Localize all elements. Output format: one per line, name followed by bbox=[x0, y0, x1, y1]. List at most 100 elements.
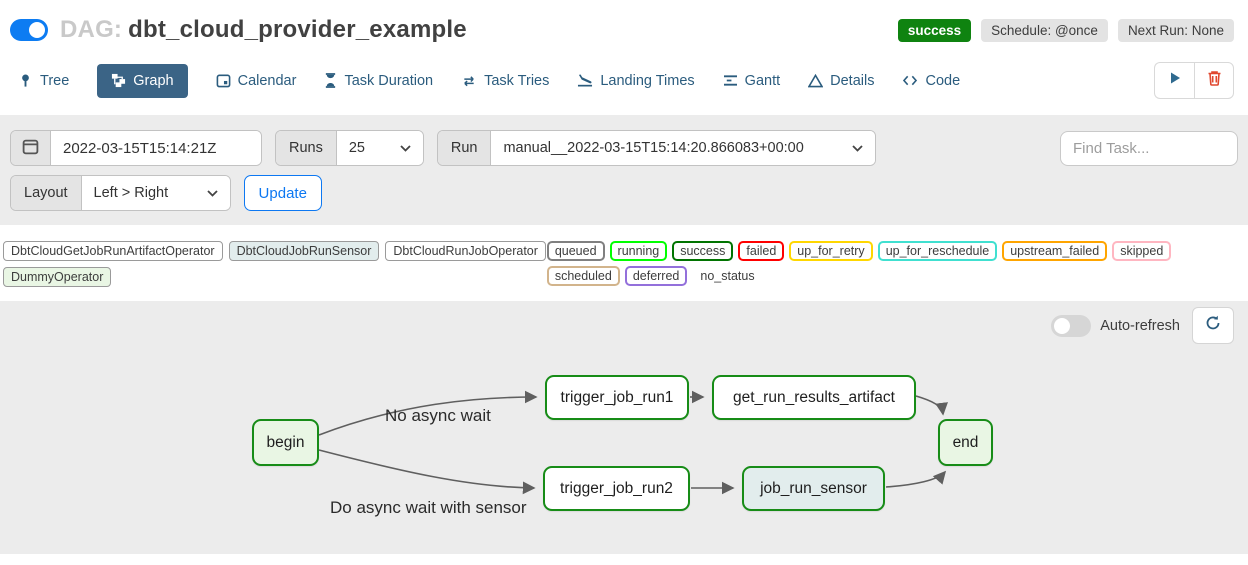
base-date-input[interactable] bbox=[51, 131, 261, 165]
tab-calendar[interactable]: Calendar bbox=[216, 64, 297, 98]
state-badge-up-for-retry[interactable]: up_for_retry bbox=[789, 241, 873, 261]
task-node-trigger-job-run2[interactable]: trigger_job_run2 bbox=[543, 466, 690, 511]
operator-badge: DbtCloudGetJobRunArtifactOperator bbox=[3, 241, 223, 261]
runs-label: Runs bbox=[276, 131, 337, 165]
auto-refresh-toggle[interactable] bbox=[1051, 314, 1092, 337]
dag-pause-toggle[interactable] bbox=[10, 19, 48, 41]
layout-label: Layout bbox=[11, 176, 82, 210]
tab-label: Graph bbox=[133, 72, 174, 89]
find-task-input[interactable] bbox=[1060, 130, 1238, 166]
state-badge-up-for-reschedule[interactable]: up_for_reschedule bbox=[877, 241, 998, 261]
graph-icon bbox=[111, 73, 126, 88]
tab-label: Code bbox=[925, 72, 961, 89]
operator-badge: DbtCloudRunJobOperator bbox=[385, 241, 546, 261]
tab-label: Task Duration bbox=[344, 72, 434, 89]
task-node-trigger-job-run1[interactable]: trigger_job_run1 bbox=[545, 375, 689, 420]
tab-task-tries[interactable]: Task Tries bbox=[461, 64, 549, 98]
calendar-icon bbox=[216, 73, 231, 88]
task-node-begin[interactable]: begin bbox=[252, 419, 319, 466]
tab-graph[interactable]: Graph bbox=[97, 63, 188, 98]
task-node-get-run-results-artifact[interactable]: get_run_results_artifact bbox=[712, 375, 916, 420]
dag-graph-panel: Auto-refresh No async wait Do async wait… bbox=[0, 301, 1248, 554]
tab-details[interactable]: Details bbox=[808, 64, 874, 98]
schedule-badge: Schedule: @once bbox=[981, 18, 1108, 42]
view-tabs-row: Tree Graph Calendar Task Duration Task T… bbox=[0, 62, 1248, 99]
state-badge-success[interactable]: success bbox=[672, 241, 734, 261]
tab-code[interactable]: Code bbox=[902, 64, 960, 98]
tab-label: Task Tries bbox=[484, 72, 550, 89]
toggle-knob bbox=[1054, 317, 1071, 334]
dag-prefix-label: DAG: bbox=[60, 16, 123, 43]
gantt-icon bbox=[723, 74, 738, 87]
tab-gantt[interactable]: Gantt bbox=[723, 64, 780, 98]
hourglass-icon bbox=[324, 73, 337, 88]
auto-refresh-control: Auto-refresh bbox=[1051, 314, 1180, 337]
tab-label: Landing Times bbox=[600, 72, 695, 89]
state-badge-skipped[interactable]: skipped bbox=[1112, 241, 1172, 261]
runs-select[interactable]: 25 bbox=[336, 131, 423, 165]
graph-filter-panel: Runs 25 Run manual__2022-03-15T15:14:20.… bbox=[0, 115, 1248, 225]
trash-icon bbox=[1207, 70, 1222, 91]
next-run-badge: Next Run: None bbox=[1117, 18, 1234, 42]
edge-label-no-async-wait: No async wait bbox=[385, 406, 491, 425]
state-badge-running[interactable]: running bbox=[609, 241, 668, 261]
calendar-addon[interactable] bbox=[11, 131, 51, 165]
state-badge-scheduled[interactable]: scheduled bbox=[546, 266, 620, 286]
graph-controls: Auto-refresh bbox=[1051, 307, 1234, 344]
header-badges: success Schedule: @once Next Run: None bbox=[897, 18, 1234, 42]
operator-badge: DummyOperator bbox=[3, 267, 112, 287]
auto-refresh-label: Auto-refresh bbox=[1100, 317, 1180, 334]
refresh-icon bbox=[1205, 315, 1221, 336]
chevron-down-icon bbox=[206, 185, 218, 201]
operator-badge: DbtCloudJobRunSensor bbox=[228, 241, 380, 261]
filter-row-1: Runs 25 Run manual__2022-03-15T15:14:20.… bbox=[10, 130, 1238, 166]
play-icon bbox=[1168, 71, 1182, 90]
base-date-group bbox=[10, 130, 262, 166]
chevron-down-icon bbox=[852, 140, 864, 156]
page-title: DAG:dbt_cloud_provider_example bbox=[60, 16, 467, 44]
tab-label: Gantt bbox=[744, 72, 781, 89]
dag-name: dbt_cloud_provider_example bbox=[128, 16, 467, 43]
tab-landing-times[interactable]: Landing Times bbox=[577, 64, 695, 98]
task-node-end[interactable]: end bbox=[938, 419, 993, 466]
tab-label: Details bbox=[830, 72, 875, 89]
runs-select-value: 25 bbox=[348, 140, 365, 156]
code-icon bbox=[902, 74, 918, 87]
dag-edges bbox=[318, 390, 948, 495]
dag-status-badge: success bbox=[897, 18, 972, 42]
run-group: Run manual__2022-03-15T15:14:20.866083+0… bbox=[436, 130, 877, 166]
run-select[interactable]: manual__2022-03-15T15:14:20.866083+00:00 bbox=[491, 131, 876, 165]
layout-select[interactable]: Left > Right bbox=[81, 176, 230, 210]
layout-select-value: Left > Right bbox=[93, 185, 169, 201]
tab-label: Tree bbox=[40, 72, 70, 89]
state-badge-no-status[interactable]: no_status bbox=[700, 269, 755, 283]
trigger-dag-button[interactable] bbox=[1154, 62, 1194, 99]
calendar-icon bbox=[22, 138, 39, 159]
layout-group: Layout Left > Right bbox=[10, 175, 231, 211]
dag-action-buttons bbox=[1154, 62, 1234, 99]
tab-tree[interactable]: Tree bbox=[18, 64, 69, 98]
state-badge-upstream-failed[interactable]: upstream_failed bbox=[1002, 241, 1108, 261]
legend: DbtCloudGetJobRunArtifactOperator DbtClo… bbox=[0, 225, 1248, 299]
state-badge-failed[interactable]: failed bbox=[738, 241, 785, 261]
refresh-button[interactable] bbox=[1192, 307, 1234, 344]
delete-dag-button[interactable] bbox=[1194, 62, 1234, 99]
filter-row-2: Layout Left > Right Update bbox=[10, 175, 1238, 211]
task-node-job-run-sensor[interactable]: job_run_sensor bbox=[742, 466, 885, 511]
operator-legend: DbtCloudGetJobRunArtifactOperator DbtClo… bbox=[3, 241, 547, 287]
update-button[interactable]: Update bbox=[243, 175, 322, 211]
view-tabs: Tree Graph Calendar Task Duration Task T… bbox=[18, 63, 960, 98]
dag-header: DAG:dbt_cloud_provider_example success S… bbox=[0, 0, 1248, 44]
run-select-value: manual__2022-03-15T15:14:20.866083+00:00 bbox=[503, 140, 804, 156]
runs-group: Runs 25 bbox=[275, 130, 424, 166]
plane-landing-icon bbox=[577, 73, 593, 88]
chevron-down-icon bbox=[400, 140, 411, 156]
tab-label: Calendar bbox=[237, 72, 297, 89]
details-icon bbox=[808, 73, 824, 88]
state-badge-deferred[interactable]: deferred bbox=[624, 266, 688, 286]
run-label: Run bbox=[437, 131, 492, 165]
toggle-knob bbox=[29, 22, 45, 38]
state-badge-queued[interactable]: queued bbox=[546, 241, 605, 261]
repeat-icon bbox=[461, 74, 477, 88]
tab-task-duration[interactable]: Task Duration bbox=[324, 64, 433, 98]
